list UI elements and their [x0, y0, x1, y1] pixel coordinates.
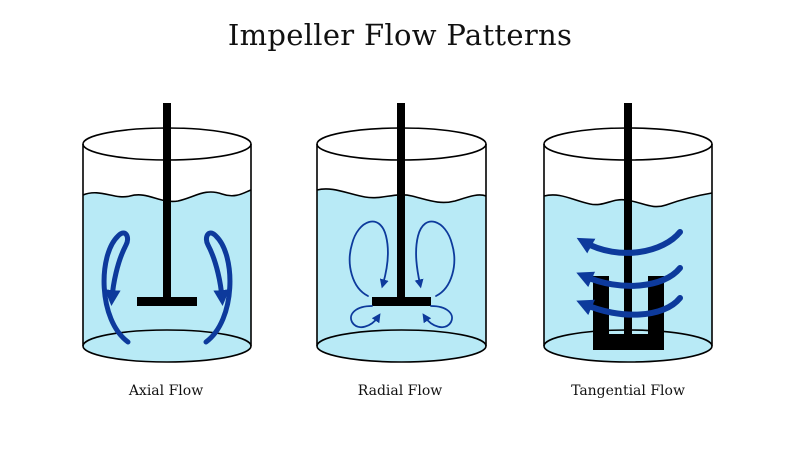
liquid-surface-radial — [316, 188, 487, 204]
flat-blade-paddle-icon — [372, 297, 431, 306]
radial-flow-loop-lower-right — [422, 305, 453, 329]
caption-tangential-flow: Tangential Flow — [571, 383, 685, 399]
impeller-shaft-tangential — [624, 103, 632, 335]
axial-flow-arrow-right — [203, 230, 233, 345]
tangential-swirl-arrow-bottom — [576, 295, 683, 318]
tangential-swirl-arrow-middle — [576, 265, 683, 289]
caption-axial-flow: Axial Flow — [128, 383, 204, 399]
tank-bottom-axial — [82, 329, 252, 363]
radial-flow-loop-upper-right — [414, 220, 456, 297]
radial-flow-loop-lower-left — [350, 305, 381, 329]
tangential-swirl-arrow-top — [576, 229, 683, 256]
impeller-shaft-axial — [163, 103, 171, 302]
tank-axial — [82, 103, 252, 363]
axial-flow-arrow-left — [101, 230, 131, 345]
flat-blade-paddle-icon — [137, 297, 197, 306]
tank-bottom-radial — [316, 329, 487, 363]
tank-radial — [316, 103, 487, 363]
radial-flow-loop-upper-left — [348, 220, 389, 297]
liquid-surface-axial — [82, 189, 252, 203]
impeller-shaft-radial — [397, 103, 405, 302]
tank-tangential — [543, 103, 713, 363]
page-title: Impeller Flow Patterns — [227, 18, 573, 52]
caption-radial-flow: Radial Flow — [357, 383, 443, 399]
